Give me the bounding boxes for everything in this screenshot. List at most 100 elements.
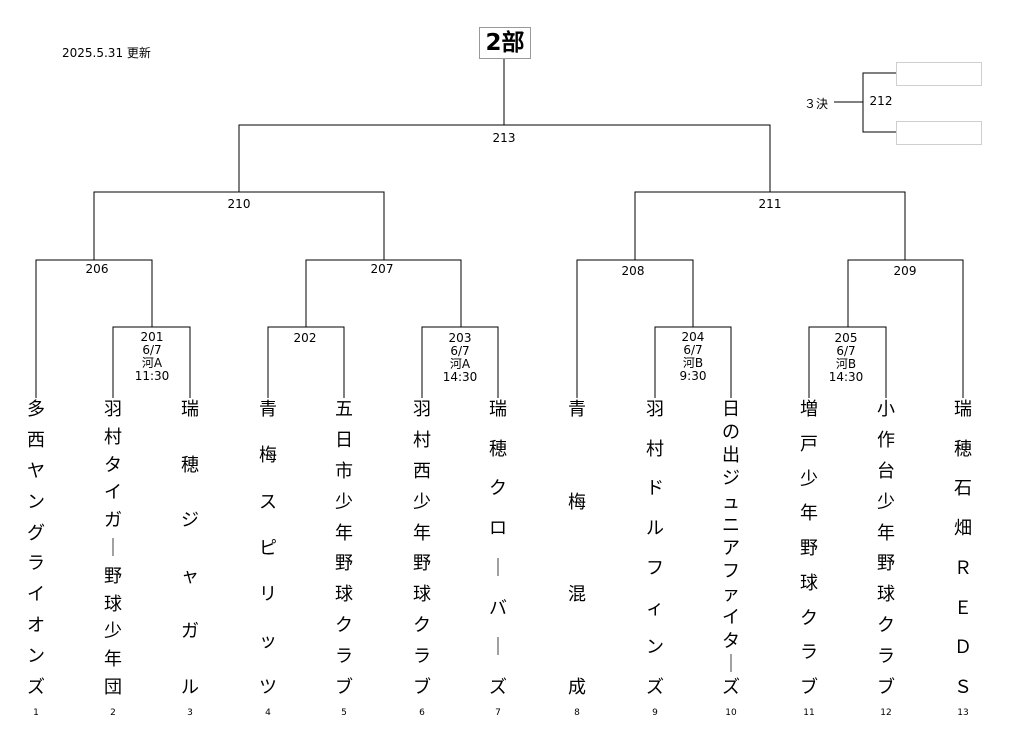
team-name-char: 年 [800, 503, 818, 525]
team-name-char: ズ [722, 676, 740, 698]
team-name-char: ジ [181, 510, 199, 532]
team-10-name: 日の出ジュニアファイタ｜ズ [720, 400, 742, 698]
match-209-label: 209 [893, 264, 917, 278]
match-205-label: 205 6/7 河B 14:30 [828, 331, 864, 384]
team-3-number: 3 [187, 708, 193, 718]
team-name-char: 瑞 [489, 399, 507, 420]
team-name-char: ド [646, 478, 664, 500]
team-1-number: 1 [33, 708, 39, 718]
team-name-char: 野 [877, 553, 895, 575]
team-name-char: フ [722, 561, 740, 583]
team-name-char: ニ [722, 514, 740, 536]
team-name-char: 出 [722, 445, 740, 467]
team-name-char: 石 [954, 478, 972, 500]
team-name-char: 羽 [646, 399, 664, 420]
team-name-char: 野 [413, 553, 431, 575]
team-name-char: タ [104, 454, 122, 476]
team-name-char: 市 [335, 460, 353, 482]
team-9-number: 9 [652, 708, 658, 718]
team-name-char: 年 [104, 649, 122, 671]
match-213-label: 213 [492, 131, 516, 145]
team-name-char: リ [259, 584, 277, 606]
team-name-char: ク [877, 615, 895, 637]
match-204-label: 204 6/7 河B 9:30 [679, 330, 707, 383]
team-name-char: 球 [335, 584, 353, 606]
team-name-char: 球 [104, 593, 122, 615]
team-name-char: 年 [413, 522, 431, 544]
team-name-char: 村 [104, 426, 122, 448]
team-4-name: 青梅スピリッツ [257, 400, 279, 698]
third-place-label: ３決 [804, 97, 829, 111]
team-name-char: 成 [568, 676, 586, 698]
team-name-char: ブ [800, 677, 818, 698]
team-name-char: ャ [181, 565, 199, 587]
team-name-char: の [722, 422, 740, 444]
team-name-char: ズ [646, 676, 664, 698]
team-11-number: 11 [803, 708, 815, 718]
team-name-char: 瑞 [954, 399, 972, 420]
match-203-label: 203 6/7 河A 14:30 [442, 331, 478, 384]
team-name-char: ク [413, 615, 431, 637]
team-name-char: Ｅ [954, 597, 972, 619]
team-name-char: ア [722, 537, 740, 559]
team-name-char: 小 [877, 399, 895, 420]
team-name-char: 球 [800, 572, 818, 594]
team-name-char: ブ [335, 676, 353, 698]
team-name-char: 青 [568, 399, 586, 420]
team-name-char: ク [489, 478, 507, 500]
team-name-char: 日 [722, 399, 740, 420]
team-name-char: ジ [722, 468, 740, 490]
team-name-char: 梅 [568, 491, 586, 513]
team-name-char: 野 [335, 553, 353, 575]
team-name-char: 団 [104, 676, 122, 698]
match-207-label: 207 [370, 262, 394, 276]
team-name-char: 梅 [259, 445, 277, 467]
team-7-number: 7 [495, 708, 501, 718]
match-208-label: 208 [621, 264, 645, 278]
team-name-char: 少 [335, 491, 353, 513]
team-name-char: ン [27, 646, 45, 667]
team-name-char: ス [259, 491, 277, 513]
team-name-char: グ [27, 522, 45, 544]
team-name-char: フ [646, 557, 664, 579]
team-name-char: ク [800, 607, 818, 629]
match-206-label: 206 [85, 262, 109, 276]
team-name-char: ｜ [489, 557, 507, 579]
team-12-number: 12 [880, 708, 892, 718]
team-name-char: ｜ [489, 637, 507, 659]
team-name-char: 畑 [954, 518, 972, 540]
team-name-char: 少 [104, 621, 122, 643]
team-name-char: 西 [27, 429, 45, 451]
team-name-char: ガ [181, 621, 199, 643]
team-name-char: ツ [259, 676, 277, 698]
team-12-name: 小作台少年野球クラブ [875, 400, 897, 698]
team-name-char: 五 [335, 399, 353, 420]
team-name-char: 作 [877, 429, 895, 451]
team-name-char: ィ [646, 597, 664, 619]
match-201-label: 201 6/7 河A 11:30 [134, 330, 170, 383]
team-11-name: 増戸少年野球クラブ [798, 400, 820, 698]
team-name-char: 戸 [800, 433, 818, 455]
team-name-char: 混 [568, 584, 586, 606]
team-name-char: 野 [104, 565, 122, 587]
team-name-char: ズ [27, 676, 45, 698]
team-name-char: タ [722, 630, 740, 652]
team-2-name: 羽村タイガ｜野球少年団 [102, 400, 124, 698]
division-title: 2部 [479, 27, 531, 59]
team-name-char: ガ [104, 510, 122, 532]
team-name-char: ク [335, 615, 353, 637]
team-4-number: 4 [265, 708, 271, 718]
team-name-char: 穂 [489, 438, 507, 460]
team-name-char: イ [27, 584, 45, 606]
team-name-char: 羽 [413, 399, 431, 420]
team-name-char: 羽 [104, 399, 122, 420]
team-5-number: 5 [341, 708, 347, 718]
team-name-char: ピ [259, 537, 277, 559]
team-name-char: 穂 [181, 454, 199, 476]
team-name-char: ュ [722, 491, 740, 513]
team-name-char: ヤ [27, 460, 45, 482]
match-211-label: 211 [758, 197, 782, 211]
third-place-slot-top [896, 62, 982, 86]
team-name-char: 日 [335, 429, 353, 451]
